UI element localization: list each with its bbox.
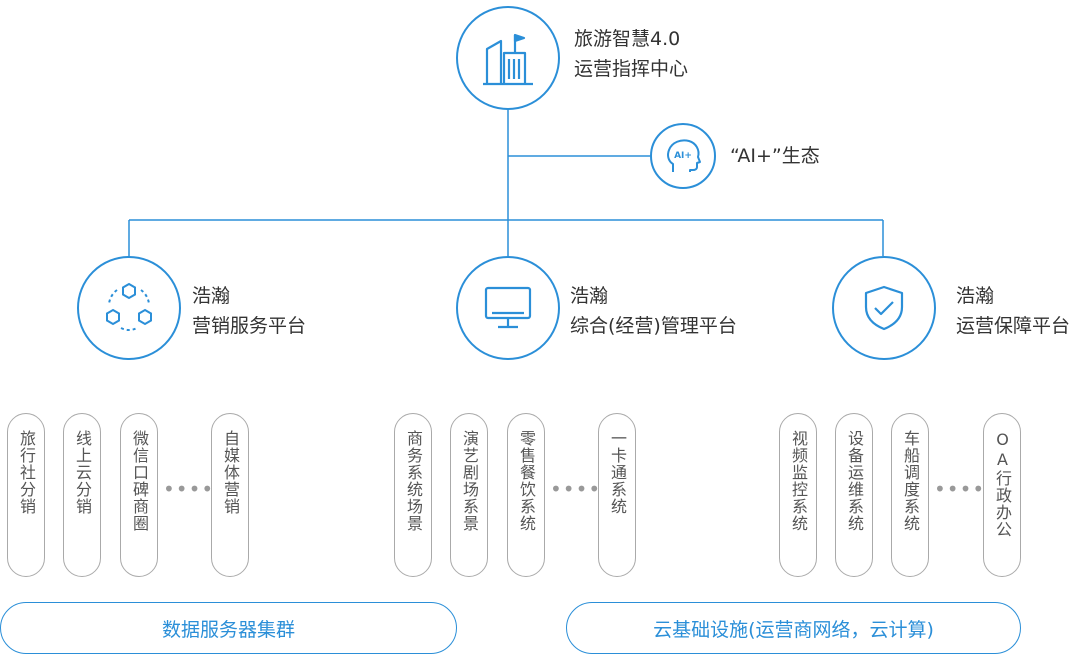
feature-pill: 旅行社分销 bbox=[7, 413, 45, 577]
bar-label: 云基础设施(运营商网络，云计算) bbox=[653, 618, 934, 641]
feature-pill-label: 旅行社分销 bbox=[17, 430, 36, 515]
platform-label-marketing: 浩瀚 营销服务平台 bbox=[192, 281, 306, 341]
feature-pill: 视频监控系统 bbox=[779, 413, 817, 577]
bar-label: 数据服务器集群 bbox=[161, 618, 295, 641]
platform-title: 运营保障平台 bbox=[956, 315, 1071, 337]
feature-pill: 线上云分销 bbox=[63, 413, 101, 577]
platform-node-management bbox=[456, 256, 560, 360]
root-node bbox=[456, 6, 560, 110]
platform-brand: 浩瀚 bbox=[192, 285, 231, 307]
platform-title: 营销服务平台 bbox=[192, 315, 307, 337]
cloud-infrastructure-bar: 云基础设施(运营商网络，云计算) bbox=[566, 602, 1021, 654]
feature-pill: 演艺剧场系景 bbox=[450, 413, 488, 577]
feature-pill-label: 一卡通系统 bbox=[608, 430, 627, 515]
feature-pill-label: 自媒体营销 bbox=[221, 430, 240, 515]
feature-pill: 自媒体营销 bbox=[211, 413, 249, 577]
root-title: 旅游智慧4.0 bbox=[574, 28, 681, 50]
feature-pill-label: 商务系统场景 bbox=[404, 430, 423, 532]
shield-check-icon bbox=[864, 285, 904, 331]
feature-pill: 车船调度系统 bbox=[891, 413, 929, 577]
feature-pill: 零售餐饮系统 bbox=[507, 413, 545, 577]
ellipsis-dots: ••••• bbox=[550, 477, 614, 501]
platform-label-management: 浩瀚 综合(经营)管理平台 bbox=[570, 281, 737, 341]
platform-node-operations bbox=[832, 256, 936, 360]
monitor-icon bbox=[484, 286, 532, 329]
platform-brand: 浩瀚 bbox=[956, 285, 995, 307]
feature-pill: 设备运维系统 bbox=[835, 413, 873, 577]
root-label: 旅游智慧4.0 运营指挥中心 bbox=[574, 24, 688, 84]
data-server-cluster-bar: 数据服务器集群 bbox=[0, 602, 457, 654]
feature-pill-label: OA行政办公 bbox=[993, 430, 1012, 538]
feature-pill: OA行政办公 bbox=[983, 413, 1021, 577]
feature-pill-label: 微信口碑商圈 bbox=[130, 430, 149, 532]
feature-pill-label: 车船调度系统 bbox=[901, 430, 920, 532]
root-subtitle: 运营指挥中心 bbox=[574, 58, 689, 80]
platform-label-operations: 浩瀚 运营保障平台 bbox=[956, 281, 1070, 341]
hexagon-network-icon bbox=[106, 282, 152, 331]
platform-node-marketing bbox=[77, 256, 181, 360]
city-buildings-icon bbox=[483, 33, 533, 86]
platform-title: 综合(经营)管理平台 bbox=[570, 315, 737, 337]
feature-pill: 商务系统场景 bbox=[394, 413, 432, 577]
feature-pill-label: 零售餐饮系统 bbox=[517, 430, 536, 532]
feature-pill: 一卡通系统 bbox=[598, 413, 636, 577]
ai-label: “AI+”生态 bbox=[730, 145, 820, 167]
feature-pill-label: 视频监控系统 bbox=[789, 430, 808, 532]
ai-badge: AI+ bbox=[674, 151, 692, 161]
ai-node: AI+ bbox=[650, 123, 716, 189]
platform-brand: 浩瀚 bbox=[570, 285, 609, 307]
feature-pill-label: 线上云分销 bbox=[73, 430, 92, 515]
ai-head-icon: AI+ bbox=[667, 139, 701, 172]
feature-pill-label: 设备运维系统 bbox=[845, 430, 864, 532]
ellipsis-dots: ••••• bbox=[163, 477, 227, 501]
ellipsis-dots: ••••• bbox=[934, 477, 998, 501]
feature-pill-label: 演艺剧场系景 bbox=[460, 430, 479, 532]
feature-pill: 微信口碑商圈 bbox=[120, 413, 158, 577]
